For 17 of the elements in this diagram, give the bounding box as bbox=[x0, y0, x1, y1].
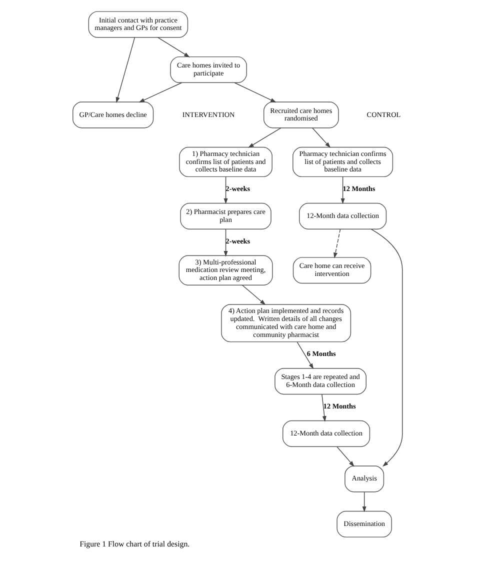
arrow bbox=[321, 394, 326, 422]
arrow bbox=[370, 228, 402, 467]
arrow bbox=[333, 228, 340, 258]
arrow bbox=[234, 82, 276, 102]
arrow bbox=[340, 176, 344, 204]
caption: Figure 1 Flow chart of trial design. bbox=[79, 539, 190, 548]
arrow bbox=[223, 176, 228, 204]
arrow bbox=[311, 128, 330, 148]
arrow bbox=[241, 284, 266, 306]
arrow bbox=[115, 37, 135, 103]
arrow bbox=[362, 492, 366, 512]
arrow bbox=[248, 128, 281, 148]
arrow bbox=[157, 37, 190, 58]
arrow bbox=[296, 342, 314, 370]
arrow bbox=[138, 82, 182, 102]
arrow bbox=[223, 228, 228, 257]
arrow bbox=[336, 446, 354, 467]
